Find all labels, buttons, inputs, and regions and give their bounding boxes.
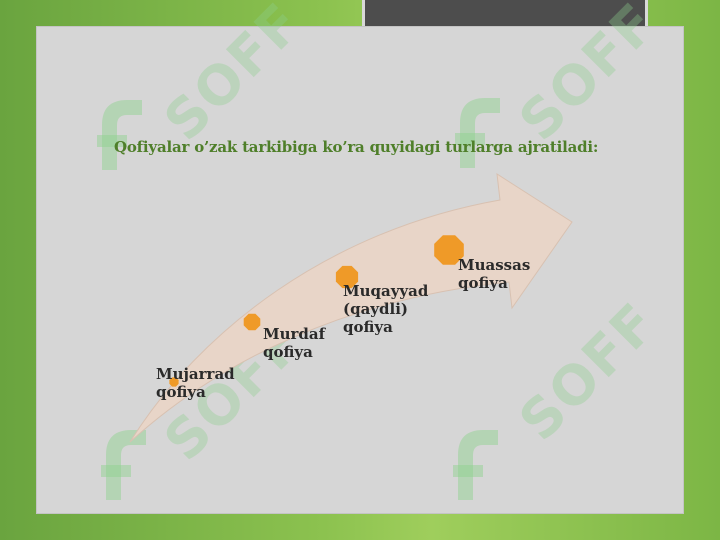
- label-line: Muassas: [458, 256, 531, 274]
- label-line: qofiya: [156, 383, 206, 401]
- label-line: Mujarrad: [156, 365, 235, 383]
- step-dot-1: [169, 377, 179, 387]
- label-line: Murdaf: [263, 325, 326, 343]
- diagram-label-muassas: Muassas qofiya: [458, 256, 530, 292]
- diagram-label-muqayyad: Muqayyad (qaydli) qofiya: [343, 282, 428, 336]
- label-line: (qaydli): [343, 300, 409, 318]
- label-line: qofiya: [343, 318, 393, 336]
- diagram-label-mujarrad: Mujarrad qofiya: [156, 365, 235, 401]
- step-dot-3: [335, 265, 359, 289]
- slide-title: Qofiyalar o’zak tarkibiga ko’ra quyidagi…: [114, 138, 599, 156]
- curved-arrow: [129, 173, 573, 443]
- label-line: qofiya: [263, 343, 313, 361]
- step-dot-2: [243, 313, 261, 331]
- diagram-label-murdaf: Murdaf qofiya: [263, 325, 325, 361]
- step-dot-4: [434, 235, 464, 265]
- label-line: qofiya: [458, 274, 508, 292]
- label-line: Muqayyad: [343, 282, 429, 300]
